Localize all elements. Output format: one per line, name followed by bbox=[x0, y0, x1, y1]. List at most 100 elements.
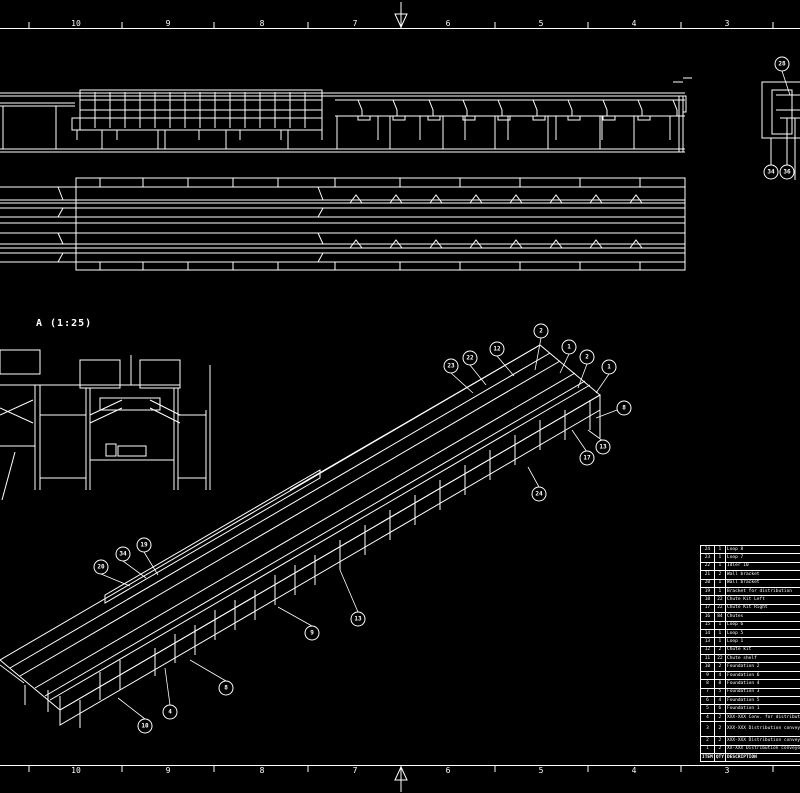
bom-quantity: 1 bbox=[713, 628, 726, 639]
top-ruler-ticks bbox=[28, 22, 774, 28]
zone-label: 8 bbox=[259, 19, 265, 28]
item-balloon: 17 bbox=[579, 450, 595, 466]
bom-item-number: 23 bbox=[700, 553, 715, 563]
bom-item-number: 11 bbox=[700, 654, 715, 664]
bom-item-number: 15 bbox=[700, 620, 715, 630]
bottom-ruler-ticks bbox=[28, 766, 774, 772]
zone-label: 5 bbox=[538, 19, 544, 28]
plan-view bbox=[0, 177, 686, 271]
bom-quantity: 2 bbox=[713, 744, 726, 755]
bom-item-number: 4 bbox=[700, 712, 715, 723]
bom-item-number: 10 bbox=[700, 662, 715, 672]
bom-description: Chutes bbox=[724, 612, 800, 622]
bom-quantity: 1 bbox=[713, 544, 726, 555]
bom-item-number: 8 bbox=[700, 679, 715, 689]
item-balloon: 34 bbox=[115, 546, 131, 562]
front-elevation-view bbox=[0, 77, 692, 153]
bom-item-number: 3 bbox=[700, 721, 715, 738]
bom-quantity: 4 bbox=[713, 670, 726, 681]
zone-label: 7 bbox=[352, 766, 358, 775]
item-balloon: 13 bbox=[350, 611, 366, 627]
item-balloon: 12 bbox=[489, 341, 505, 357]
bom-description: Loop 8 bbox=[724, 544, 800, 555]
bom-item-number: 20 bbox=[700, 578, 715, 588]
bom-quantity: 2 bbox=[713, 712, 726, 723]
zone-label: 7 bbox=[352, 19, 358, 28]
bom-description: Idler 10 bbox=[724, 561, 800, 572]
zone-label: 4 bbox=[631, 19, 637, 28]
section-a-view bbox=[0, 349, 211, 501]
bom-item-number: 6 bbox=[700, 696, 715, 706]
bom-description: Foundation 4 bbox=[724, 679, 800, 689]
bom-description: Foundation 1 bbox=[724, 704, 800, 714]
item-balloon: 8 bbox=[218, 680, 234, 696]
item-balloon: 10 bbox=[137, 718, 153, 734]
leader-lines bbox=[0, 70, 791, 720]
bom-quantity: 2 bbox=[713, 645, 726, 656]
bom-quantity: 2 bbox=[713, 736, 726, 746]
bom-description: Wall bracket bbox=[724, 578, 800, 588]
bom-item-number: 14 bbox=[700, 628, 715, 639]
bom-description: Chute Kit Right bbox=[724, 603, 800, 614]
bom-description: Wall bracket bbox=[724, 570, 800, 580]
bom-item-number: 12 bbox=[700, 645, 715, 656]
bom-quantity: 22 bbox=[713, 595, 726, 605]
bom-item-number: 13 bbox=[700, 637, 715, 647]
bom-description: Loop 7 bbox=[724, 553, 800, 563]
item-balloon: 8 bbox=[616, 400, 632, 416]
bom-item-number: 19 bbox=[700, 586, 715, 597]
bom-quantity: 2 bbox=[713, 570, 726, 580]
item-balloon: 19 bbox=[136, 537, 152, 553]
bom-header-item: ITEM bbox=[700, 752, 715, 763]
item-balloon: 36 bbox=[779, 164, 795, 180]
bom-description: Loop 1 bbox=[724, 637, 800, 647]
bom-description: Foundation 3 bbox=[724, 687, 800, 698]
item-balloon: 20 bbox=[93, 559, 109, 575]
bom-header-row: ITEMQTYDESCRIPTIONPART NO bbox=[700, 752, 800, 763]
bom-quantity: 2 bbox=[713, 662, 726, 672]
zone-label: 3 bbox=[724, 19, 730, 28]
bom-quantity: 5 bbox=[713, 687, 726, 698]
zone-label: 6 bbox=[445, 19, 451, 28]
bom-quantity: 1 bbox=[713, 578, 726, 588]
bom-description: XXX-XXX Distribution conveyor bbox=[724, 736, 800, 746]
top-zone-ruler: 10 9 8 7 6 5 4 3 bbox=[0, 0, 800, 30]
zone-label: 4 bbox=[631, 766, 637, 775]
bom-item-number: 7 bbox=[700, 687, 715, 698]
bom-quantity: 1 bbox=[713, 561, 726, 572]
bom-quantity: 6 bbox=[713, 704, 726, 714]
bom-header-qty: QTY bbox=[713, 752, 726, 763]
bom-item-number: 9 bbox=[700, 670, 715, 681]
bom-description: Bracket for distribution bbox=[724, 586, 800, 597]
bom-item-number: 1 bbox=[700, 744, 715, 755]
bom-description: Foundation 6 bbox=[724, 670, 800, 681]
item-balloon: 1 bbox=[601, 359, 617, 375]
bom-description: Loop 5 bbox=[724, 628, 800, 639]
item-balloon: 28 bbox=[774, 56, 790, 72]
bom-description: XXX-XXX Distribution conveyor double bbox=[724, 721, 800, 738]
item-balloon: 22 bbox=[462, 350, 478, 366]
bom-item-number: 18 bbox=[700, 595, 715, 605]
bom-quantity: 1 bbox=[713, 620, 726, 630]
bom-description: Chute Kit Left bbox=[724, 595, 800, 605]
bom-description: Foundation 2 bbox=[724, 662, 800, 672]
isometric-view bbox=[0, 344, 601, 728]
bom-quantity: 2 bbox=[713, 721, 726, 738]
item-balloon: 2 bbox=[579, 349, 595, 365]
